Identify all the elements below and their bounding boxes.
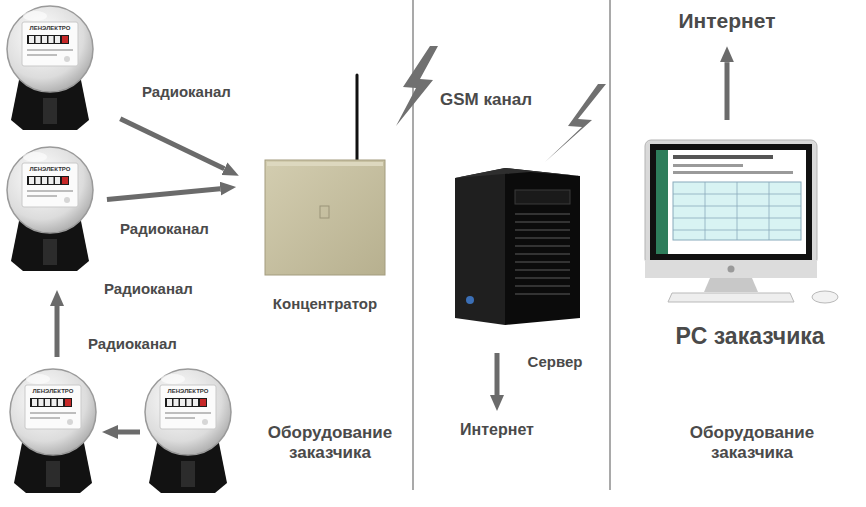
channel-label: GSM канал [440,90,532,110]
monitor-stand [704,278,758,292]
meter-node: ЛЕНЭЛЕКТРО [5,2,95,132]
brand-holder: ЛЕНЭЛЕКТРО [5,166,95,172]
box-latch [320,206,329,218]
zone-label: Оборудование заказчика [667,423,837,464]
internet-text: Интернет [679,8,776,33]
radio-arrow [725,62,730,120]
concentrator-node: Концентратор [265,160,385,275]
internet-text: Интернет [460,420,534,439]
channel-label: Радиоканал [120,220,209,238]
brand-holder: ЛЕНЭЛЕКТРО [143,388,233,394]
screen-line [673,171,793,174]
radio-arrow [495,353,500,395]
pc-node: PC заказчика [645,140,817,305]
brand-text: ЛЕНЭЛЕКТРО [143,388,233,394]
server-top [455,168,580,178]
radio-arrow [55,306,60,357]
monitor-frame [645,140,817,265]
label-holder: Радиоканал [104,280,193,298]
caption-holder: Сервер [528,353,583,371]
radio-arrow [107,189,220,200]
brand-text: ЛЕНЭЛЕКТРО [5,25,95,31]
channel-label: Радиоканал [104,280,193,298]
screen-title [673,155,773,159]
server-picture [455,168,580,325]
label-holder: GSM канал [440,90,532,110]
concentrator-box [265,160,385,275]
device-caption: PC заказчика [675,323,824,351]
radio-arrow [120,119,224,169]
meter-picture [10,369,96,493]
internet-node: Интернет [675,6,780,35]
meter-picture [7,147,93,271]
drive-bay [515,190,570,204]
table-grid [673,182,801,240]
meter-picture [145,369,231,493]
keyboard [668,293,794,302]
monitor-bezel [650,144,812,260]
server-side [455,168,505,325]
meter-node: ЛЕНЭЛЕКТРО [8,365,98,495]
device-caption: Сервер [528,353,583,371]
monitor-chin [645,260,817,278]
caption-holder: PC заказчика [675,323,824,351]
meter-node: ЛЕНЭЛЕКТРО [143,365,233,495]
meter-picture [7,6,93,130]
server-node: Сервер [455,165,580,325]
device-caption: Концентратор [273,295,377,313]
box-highlight [267,162,383,166]
server-grille [515,214,570,294]
brand-text: ЛЕНЭЛЕКТРО [5,166,95,172]
brand-text: ЛЕНЭЛЕКТРО [8,388,98,394]
concentrator-picture [265,75,385,275]
divider-line [609,0,611,490]
label-holder: Оборудование заказчика [245,423,415,464]
edge-label-holder: Радиоканал [88,335,177,353]
internet-node: Интернет [456,418,538,441]
screen-table [673,182,801,240]
mouse [812,291,838,303]
label-holder: Оборудование заказчика [667,423,837,464]
server-logo [466,296,474,304]
caption-holder: Концентратор [273,295,377,313]
antenna [356,75,359,161]
monitor-logo [728,266,735,273]
monitor-screen [656,150,806,254]
edge-label-holder: Радиоканал [120,220,209,238]
pc-picture [645,140,838,303]
radio-arrow [118,430,140,435]
lightning-bolt [545,84,606,162]
edge-label-holder: Радиоканал [142,83,231,101]
zone-label: Оборудование заказчика [245,423,415,464]
screen-line [673,164,743,167]
lightning-bolt [396,46,438,126]
lightning-symbol [396,46,606,162]
meter-node: ЛЕНЭЛЕКТРО [5,143,95,273]
brand-holder: ЛЕНЭЛЕКТРО [8,388,98,394]
server-front [505,168,580,325]
channel-label: Радиоканал [142,83,231,101]
brand-holder: ЛЕНЭЛЕКТРО [5,25,95,31]
screen-sidebar [656,150,668,254]
channel-label: Радиоканал [88,335,177,353]
